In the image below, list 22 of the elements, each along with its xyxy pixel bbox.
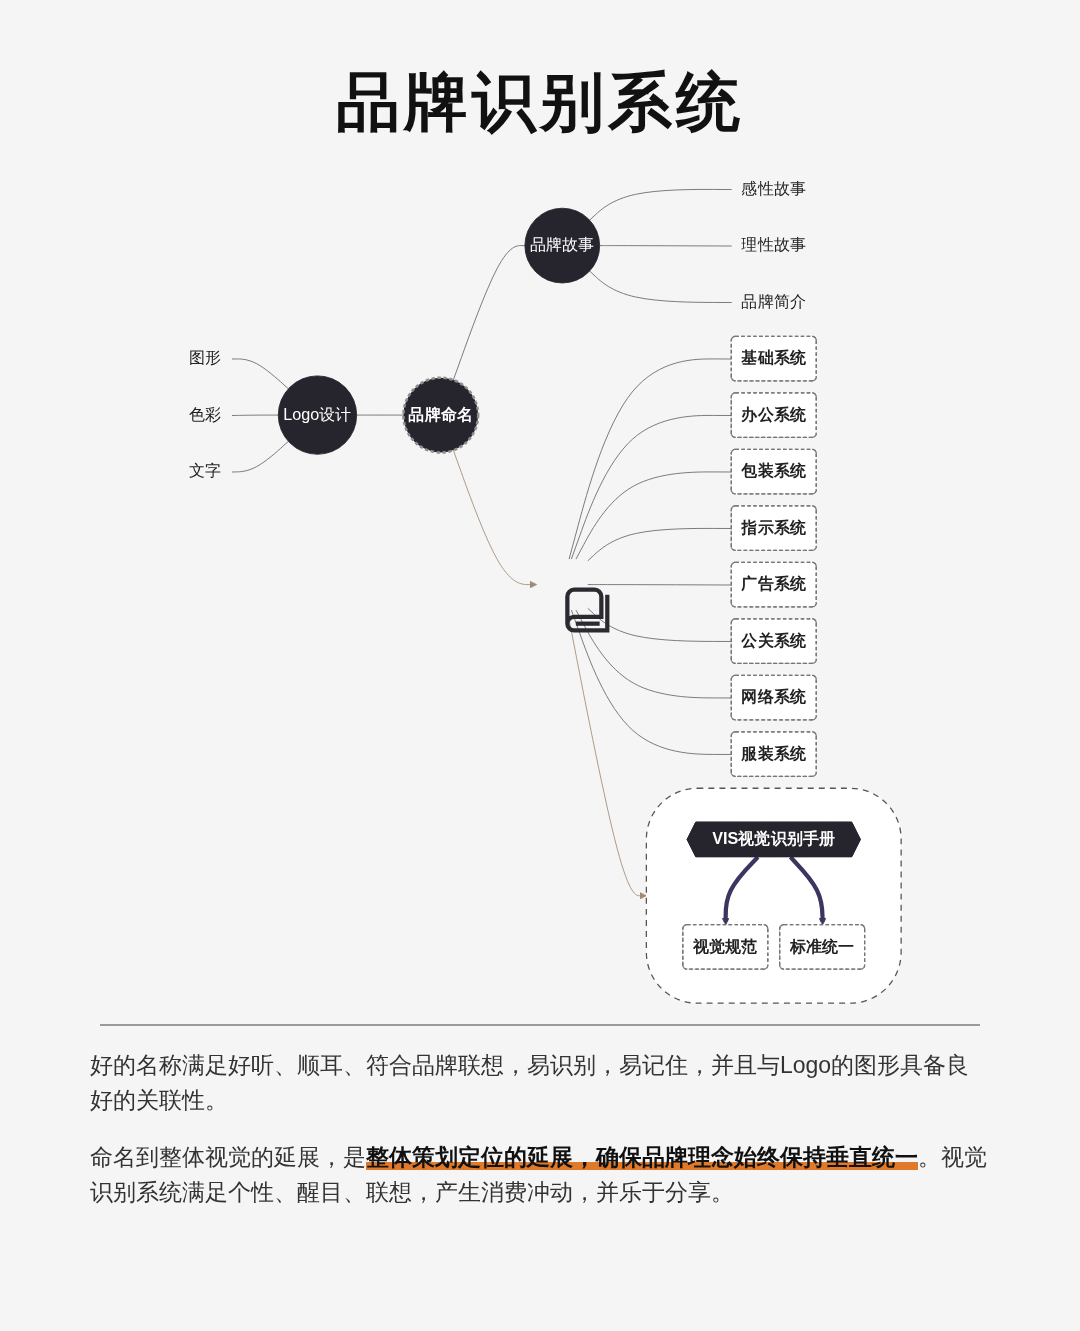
node-text: 感性故事 bbox=[741, 179, 807, 198]
connector bbox=[356, 414, 404, 416]
connector bbox=[589, 270, 733, 303]
connector bbox=[231, 414, 279, 416]
node-text: 文字 bbox=[189, 462, 222, 480]
title: 品牌识别系统 bbox=[335, 65, 745, 140]
node-text: 品牌简介 bbox=[741, 292, 807, 311]
connector bbox=[231, 440, 289, 473]
connector bbox=[452, 245, 526, 381]
connector bbox=[599, 245, 733, 247]
body-text: 好的名称满足好听、顺耳、符合品牌联想，易识别，易记住，并且与Logo的图形具备良好的关联性。 bbox=[90, 1051, 971, 1115]
arrow bbox=[788, 855, 827, 926]
connector bbox=[589, 189, 733, 221]
node-text: 理性故事 bbox=[741, 236, 807, 254]
node-circle: Logo设计 bbox=[277, 375, 358, 455]
node-picture bbox=[565, 587, 610, 633]
arrow bbox=[721, 855, 760, 926]
node-circle: 品牌命名 bbox=[402, 376, 480, 454]
node-circle: 品牌故事 bbox=[524, 207, 601, 284]
node-text: 图形 bbox=[189, 349, 222, 367]
node-text: 色彩 bbox=[189, 405, 222, 424]
connector bbox=[231, 358, 289, 390]
